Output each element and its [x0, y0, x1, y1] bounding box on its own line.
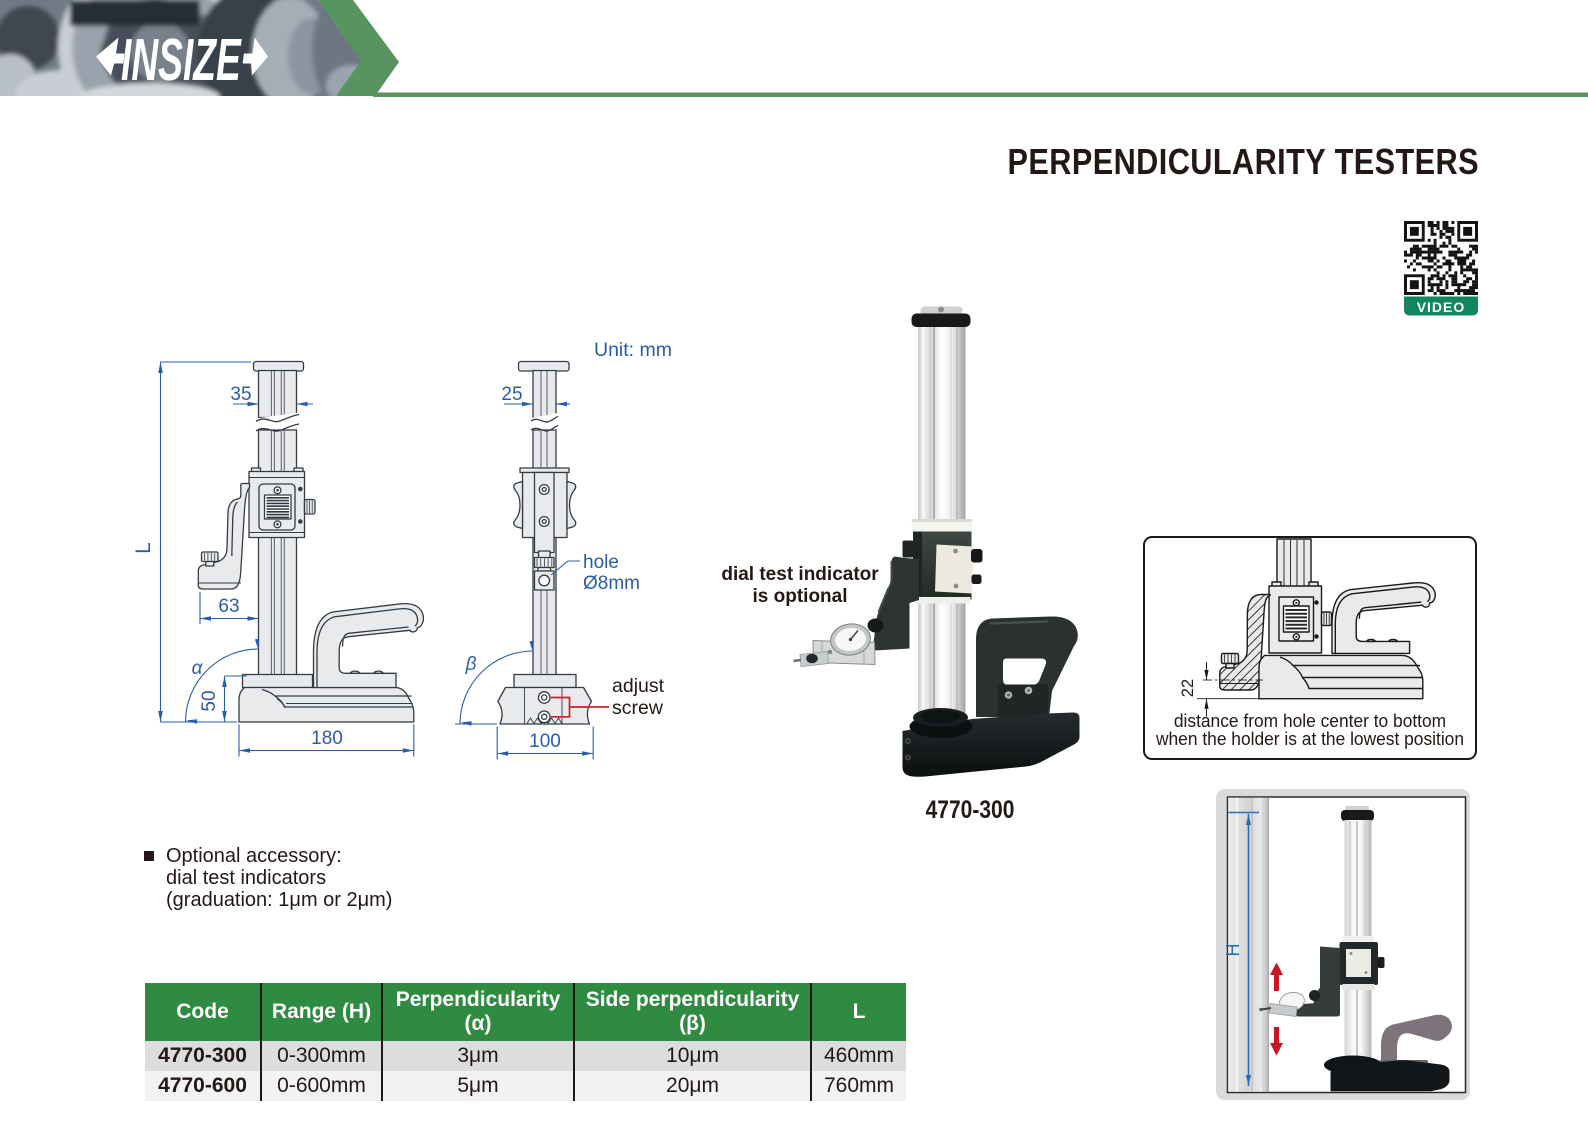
- svg-text:100: 100: [529, 731, 561, 752]
- svg-text:63: 63: [218, 596, 239, 617]
- svg-text:VIDEO: VIDEO: [1417, 299, 1466, 315]
- svg-text:22: 22: [1179, 679, 1197, 697]
- svg-text:adjust: adjust: [612, 675, 665, 697]
- svg-text:hole: hole: [583, 552, 619, 573]
- svg-text:H: H: [1223, 944, 1243, 957]
- svg-text:180: 180: [311, 728, 343, 749]
- svg-text:Unit: mm: Unit: mm: [594, 339, 672, 361]
- svg-text:Ø8mm: Ø8mm: [583, 573, 640, 594]
- svg-text:L: L: [132, 542, 155, 554]
- svg-text:α: α: [192, 658, 204, 679]
- svg-text:35: 35: [230, 384, 251, 405]
- svg-text:25: 25: [501, 384, 522, 405]
- svg-text:50: 50: [199, 690, 220, 711]
- svg-text:screw: screw: [612, 697, 664, 719]
- svg-text:β: β: [465, 654, 477, 675]
- svg-text:INSIZE: INSIZE: [121, 27, 242, 93]
